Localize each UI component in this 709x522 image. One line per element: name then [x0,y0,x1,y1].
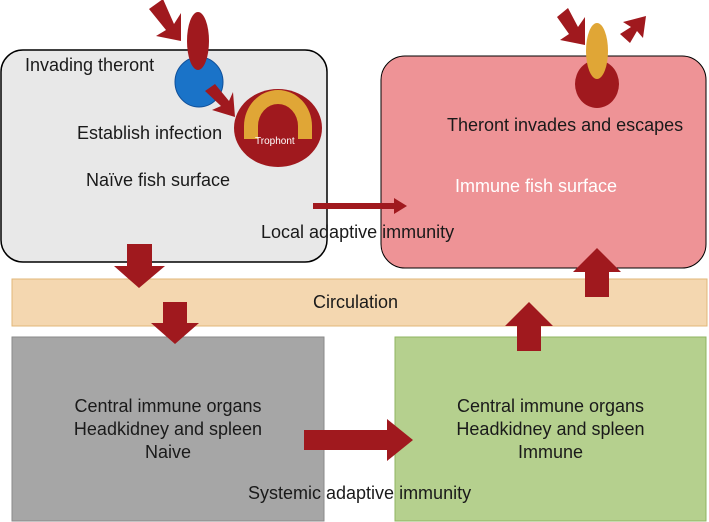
invasion-arrow [149,0,181,41]
immune-organs-line1: Central immune organs [456,396,645,416]
immune-organs-line3: Immune [517,442,584,462]
local-immunity-label: Local adaptive immunity [261,222,455,242]
down-arrow-2 [151,302,199,344]
naive-organs-box [11,336,325,522]
up-arrow-2 [573,248,621,297]
naive-organs-line1: Central immune organs [74,396,262,416]
local-immunity-arrow [313,198,407,214]
theront-invades-label: Theront invades and escapes [447,115,684,135]
up-arrow-1 [505,302,553,351]
naive-surface-label: Naïve fish surface [86,170,231,190]
theront-ellipse [187,12,209,70]
circulation-label: Circulation [313,292,399,312]
immune-organs-box [394,336,707,522]
immune-invade-arrow [557,8,585,45]
invading-theront-label: Invading theront [25,55,155,75]
infection-arrow [205,84,235,117]
trophont-nucleus [244,90,312,139]
systemic-immunity-arrow [304,419,413,461]
immune-theront-ellipse [586,23,608,79]
trophont-label: Trophont [255,136,295,147]
systemic-immunity-label: Systemic adaptive immunity [248,483,472,503]
establish-infection-label: Establish infection [77,123,223,143]
naive-organs-line2: Headkidney and spleen [73,419,263,439]
naive-organs-line3: Naive [144,442,192,462]
immune-theront-cell [575,60,619,108]
immune-organs-line2: Headkidney and spleen [456,419,645,439]
naive-organs-text: Central immune organs Headkidney and spl… [12,395,324,464]
down-arrow-1 [114,244,165,288]
immune-surface-label: Immune fish surface [455,176,618,196]
escape-arrow [620,16,646,43]
immune-organs-text: Central immune organs Headkidney and spl… [395,395,706,464]
immune-surface-box [380,55,707,269]
